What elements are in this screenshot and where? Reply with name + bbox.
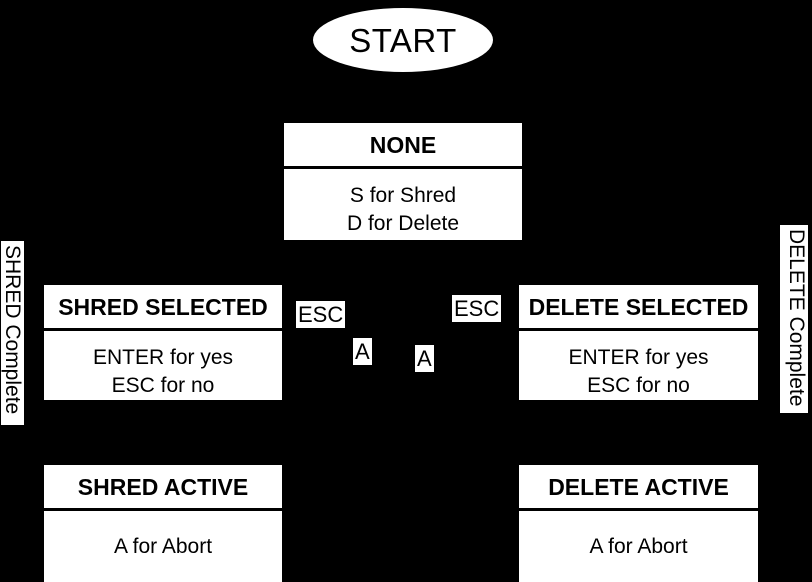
- edge-label-shred-complete: SHRED Complete: [1, 241, 24, 425]
- state-node-shred-active-line-1: A for Abort: [113, 535, 213, 558]
- state-node-shred-active[interactable]: SHRED ACTIVE A for Abort: [44, 465, 282, 582]
- state-node-shred-selected[interactable]: SHRED SELECTED ENTER for yes ESC for no: [44, 285, 282, 400]
- edge-label-esc-right: ESC: [452, 295, 502, 323]
- edge-label-a-left: A: [353, 338, 372, 366]
- state-node-none[interactable]: NONE S for Shred D for Delete: [284, 123, 522, 240]
- state-node-none-title: NONE: [284, 123, 522, 169]
- state-node-shred-selected-line-1: ENTER for yes: [92, 346, 234, 369]
- edge-label-esc-left: ESC: [296, 301, 346, 329]
- state-node-none-body: S for Shred D for Delete: [284, 169, 522, 240]
- edge-label-a-right: A: [415, 345, 434, 373]
- state-node-delete-active-body: A for Abort: [519, 511, 758, 582]
- state-node-none-line-2: D for Delete: [346, 211, 460, 235]
- state-node-shred-selected-body: ENTER for yes ESC for no: [44, 331, 282, 400]
- state-node-shred-selected-title: SHRED SELECTED: [44, 285, 282, 331]
- state-node-delete-active-title: DELETE ACTIVE: [519, 465, 758, 511]
- start-node[interactable]: START: [313, 8, 493, 72]
- state-node-delete-selected-line-2: ESC for no: [587, 373, 690, 397]
- state-node-delete-active-line-1: A for Abort: [589, 535, 688, 558]
- state-node-delete-selected-line-1: ENTER for yes: [568, 346, 709, 369]
- state-node-none-line-1: S for Shred: [349, 184, 457, 207]
- state-node-delete-selected-body: ENTER for yes ESC for no: [519, 331, 758, 400]
- start-node-label: START: [349, 21, 457, 59]
- state-node-shred-active-title: SHRED ACTIVE: [44, 465, 282, 511]
- state-node-shred-selected-line-2: ESC for no: [111, 373, 215, 397]
- state-node-delete-active[interactable]: DELETE ACTIVE A for Abort: [519, 465, 758, 582]
- edge-label-delete-complete: DELETE Complete: [780, 225, 808, 413]
- state-node-shred-active-body: A for Abort: [44, 511, 282, 582]
- state-node-delete-selected[interactable]: DELETE SELECTED ENTER for yes ESC for no: [519, 285, 758, 400]
- state-node-delete-selected-title: DELETE SELECTED: [519, 285, 758, 331]
